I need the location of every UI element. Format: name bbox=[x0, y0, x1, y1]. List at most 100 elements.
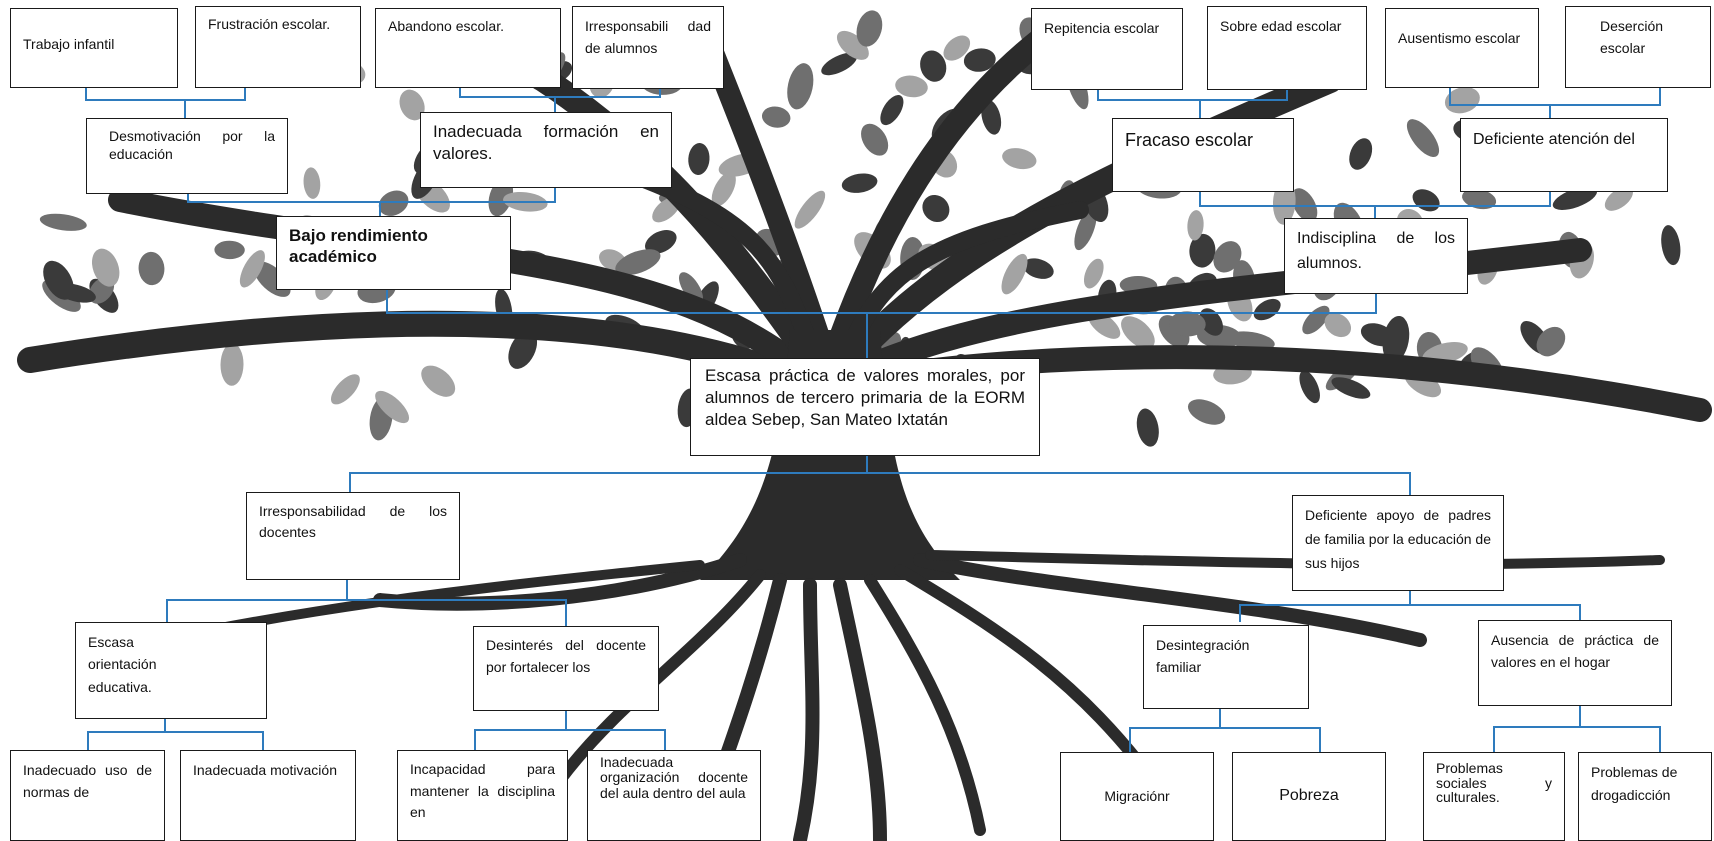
cause-desintegracion: Desintegración familiar bbox=[1143, 625, 1309, 709]
effect-inadecuada-formacion: Inadecuada formación en valores. bbox=[420, 112, 672, 188]
leaf bbox=[711, 171, 736, 207]
box-text: Abandono escolar. bbox=[388, 18, 504, 34]
effect-sobre-edad: Sobre edad escolar bbox=[1207, 6, 1367, 90]
branch-center-left bbox=[611, 161, 824, 369]
leaf bbox=[1199, 308, 1223, 336]
root bbox=[833, 578, 887, 841]
box-text: Irresponsabilidad de los docentes bbox=[259, 503, 447, 540]
leaf bbox=[375, 390, 410, 424]
root-pobreza: Pobreza bbox=[1232, 752, 1386, 841]
leaf bbox=[91, 248, 120, 287]
leaf bbox=[920, 50, 947, 82]
leaf bbox=[761, 106, 791, 128]
cause-irresponsabilidad-docentes: Irresponsabilidad de los docentes bbox=[246, 492, 460, 580]
cause-ausencia-valores: Ausencia de práctica de valores en el ho… bbox=[1478, 620, 1672, 706]
leaf bbox=[1189, 233, 1216, 268]
leaf bbox=[922, 194, 950, 223]
leaf bbox=[1187, 210, 1204, 241]
effect-desercion: Deserción escolar bbox=[1565, 6, 1711, 88]
leaf bbox=[239, 250, 265, 288]
leaf bbox=[214, 240, 245, 260]
branch-left-low bbox=[17, 310, 813, 393]
leaf bbox=[1536, 326, 1566, 357]
root-inadecuada-organizacion: Inadecuada organización docente del aula… bbox=[587, 750, 761, 841]
root bbox=[373, 553, 747, 611]
leaf bbox=[138, 251, 165, 286]
box-text: Deficiente atención del bbox=[1473, 131, 1635, 148]
leaf bbox=[678, 272, 704, 304]
leaf bbox=[1299, 370, 1320, 404]
effect-ausentismo: Ausentismo escolar bbox=[1385, 8, 1539, 88]
leaf bbox=[856, 10, 883, 47]
leaf bbox=[39, 213, 87, 231]
connector bbox=[386, 290, 1377, 314]
effect-fracaso: Fracaso escolar bbox=[1112, 118, 1294, 192]
connector bbox=[1493, 726, 1661, 752]
cause-deficiente-apoyo: Deficiente apoyo de padres de familia po… bbox=[1292, 495, 1504, 591]
connector bbox=[166, 599, 567, 626]
effect-frustracion: Frustración escolar. bbox=[195, 6, 361, 88]
leaf bbox=[861, 123, 889, 156]
leaf bbox=[1002, 148, 1037, 170]
leaf bbox=[880, 95, 904, 126]
box-text: Desinterés del docente por fortalecer lo… bbox=[486, 637, 646, 675]
leaf bbox=[981, 99, 1002, 135]
effect-irresponsabilidad-alumnos: Irresponsabili dad de alumnos bbox=[572, 6, 724, 89]
root-problemas-sociales: Problemas sociales y culturales. bbox=[1423, 752, 1565, 841]
leaf bbox=[508, 330, 538, 369]
leaf bbox=[378, 190, 409, 216]
connector bbox=[87, 731, 264, 750]
leaf bbox=[399, 89, 425, 121]
root bbox=[925, 550, 1665, 570]
root-inadecuado-uso: Inadecuado uso de normas de bbox=[10, 750, 165, 841]
leaf bbox=[1324, 312, 1352, 338]
root bbox=[554, 569, 766, 786]
leaf bbox=[895, 75, 928, 98]
connector bbox=[1449, 83, 1661, 106]
leaf bbox=[963, 48, 996, 72]
root bbox=[913, 553, 1427, 647]
root-inadecuada-motivacion: Inadecuada motivación bbox=[180, 750, 356, 841]
leaf bbox=[1462, 188, 1497, 210]
leaf bbox=[1022, 258, 1054, 279]
connector bbox=[1129, 727, 1321, 752]
leaf bbox=[1213, 241, 1242, 273]
leaf bbox=[1331, 377, 1371, 399]
root-drogadiccion: Problemas de drogadicción bbox=[1578, 752, 1712, 841]
box-text: Ausencia de práctica de valores en el ho… bbox=[1491, 632, 1659, 671]
box-text: Deserción escolar bbox=[1600, 18, 1664, 57]
box-text: Indisciplina de los alumnos. bbox=[1297, 230, 1455, 272]
leaf bbox=[1552, 186, 1598, 210]
box-text: Migraciónr bbox=[1104, 787, 1170, 804]
box-text: Desmotivación por la educación bbox=[109, 128, 275, 163]
leaf bbox=[1661, 225, 1681, 266]
branch-center-right bbox=[836, 201, 1089, 369]
box-text: Repitencia escolar bbox=[1044, 20, 1160, 36]
connector bbox=[459, 83, 661, 98]
box-text: Problemas de drogadicción bbox=[1591, 764, 1678, 804]
leaf bbox=[1169, 311, 1206, 337]
effect-bajo-rendimiento: Bajo rendimiento académico bbox=[276, 216, 511, 290]
box-text: Deficiente apoyo de padres de familia po… bbox=[1305, 507, 1492, 571]
leaf bbox=[1406, 119, 1440, 158]
box-text: Incapacidad para mantener la disciplina … bbox=[410, 761, 555, 821]
leaf bbox=[688, 143, 710, 175]
connector bbox=[187, 188, 556, 203]
box-text: Desintegración familiar bbox=[1156, 637, 1250, 676]
box-text: Inadecuada formación en valores. bbox=[433, 122, 659, 164]
leaf bbox=[55, 283, 96, 303]
connector bbox=[349, 472, 1411, 495]
box-text: Inadecuada motivación bbox=[193, 762, 337, 778]
cause-desinteres: Desinterés del docente por fortalecer lo… bbox=[473, 626, 659, 711]
branch-left-mid bbox=[108, 188, 802, 372]
leaf bbox=[794, 190, 826, 229]
effect-abandono: Abandono escolar. bbox=[375, 8, 561, 88]
cause-escasa-orientacion: Escasa orientación educativa. bbox=[75, 622, 267, 719]
connector bbox=[85, 83, 246, 101]
leaf bbox=[645, 229, 677, 254]
box-text: Sobre edad escolar bbox=[1220, 18, 1342, 34]
leaf bbox=[1001, 253, 1028, 295]
connector bbox=[474, 729, 666, 750]
effect-repitencia: Repitencia escolar bbox=[1031, 8, 1183, 90]
box-text: Bajo rendimiento académico bbox=[289, 226, 428, 267]
